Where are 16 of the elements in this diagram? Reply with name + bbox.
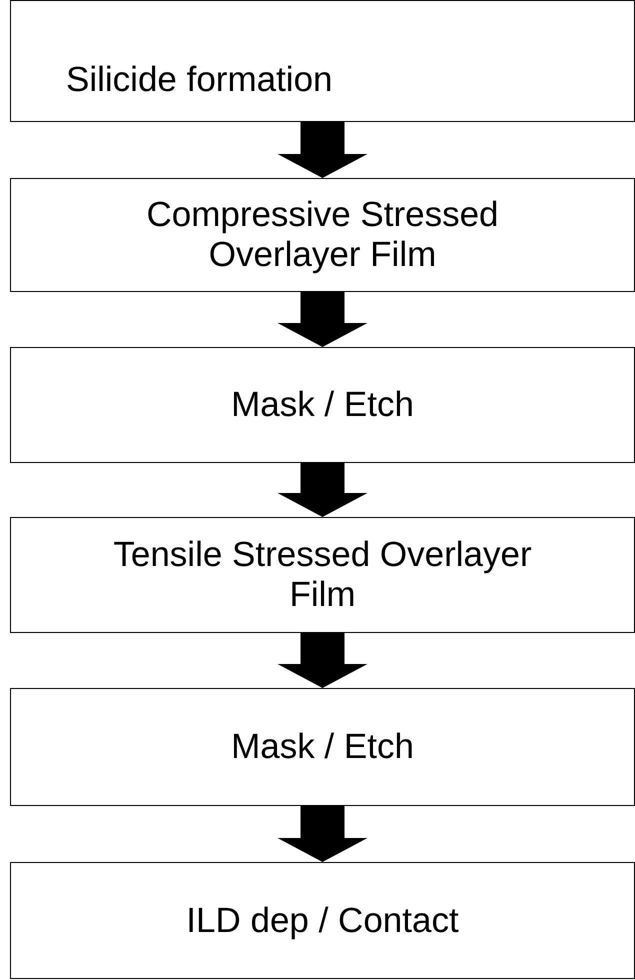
process-box	[10, 0, 635, 122]
process-box	[10, 347, 635, 463]
flow-arrow	[278, 122, 368, 178]
process-box	[10, 517, 635, 633]
process-box	[10, 688, 635, 806]
step-label: Compressive Stressed Overlayer Film	[145, 195, 500, 275]
step-label: Mask / Etch	[231, 385, 414, 425]
process-box	[10, 862, 635, 979]
flow-arrow	[278, 292, 368, 347]
flow-arrow	[278, 463, 368, 517]
step-label: Mask / Etch	[231, 727, 414, 767]
step-label: ILD dep / Contact	[186, 900, 459, 940]
step-label: Tensile Stressed Overlayer Film	[112, 535, 533, 615]
flow-arrow	[278, 633, 368, 688]
step-label: Silicide formation	[66, 60, 332, 100]
process-box	[10, 178, 635, 292]
